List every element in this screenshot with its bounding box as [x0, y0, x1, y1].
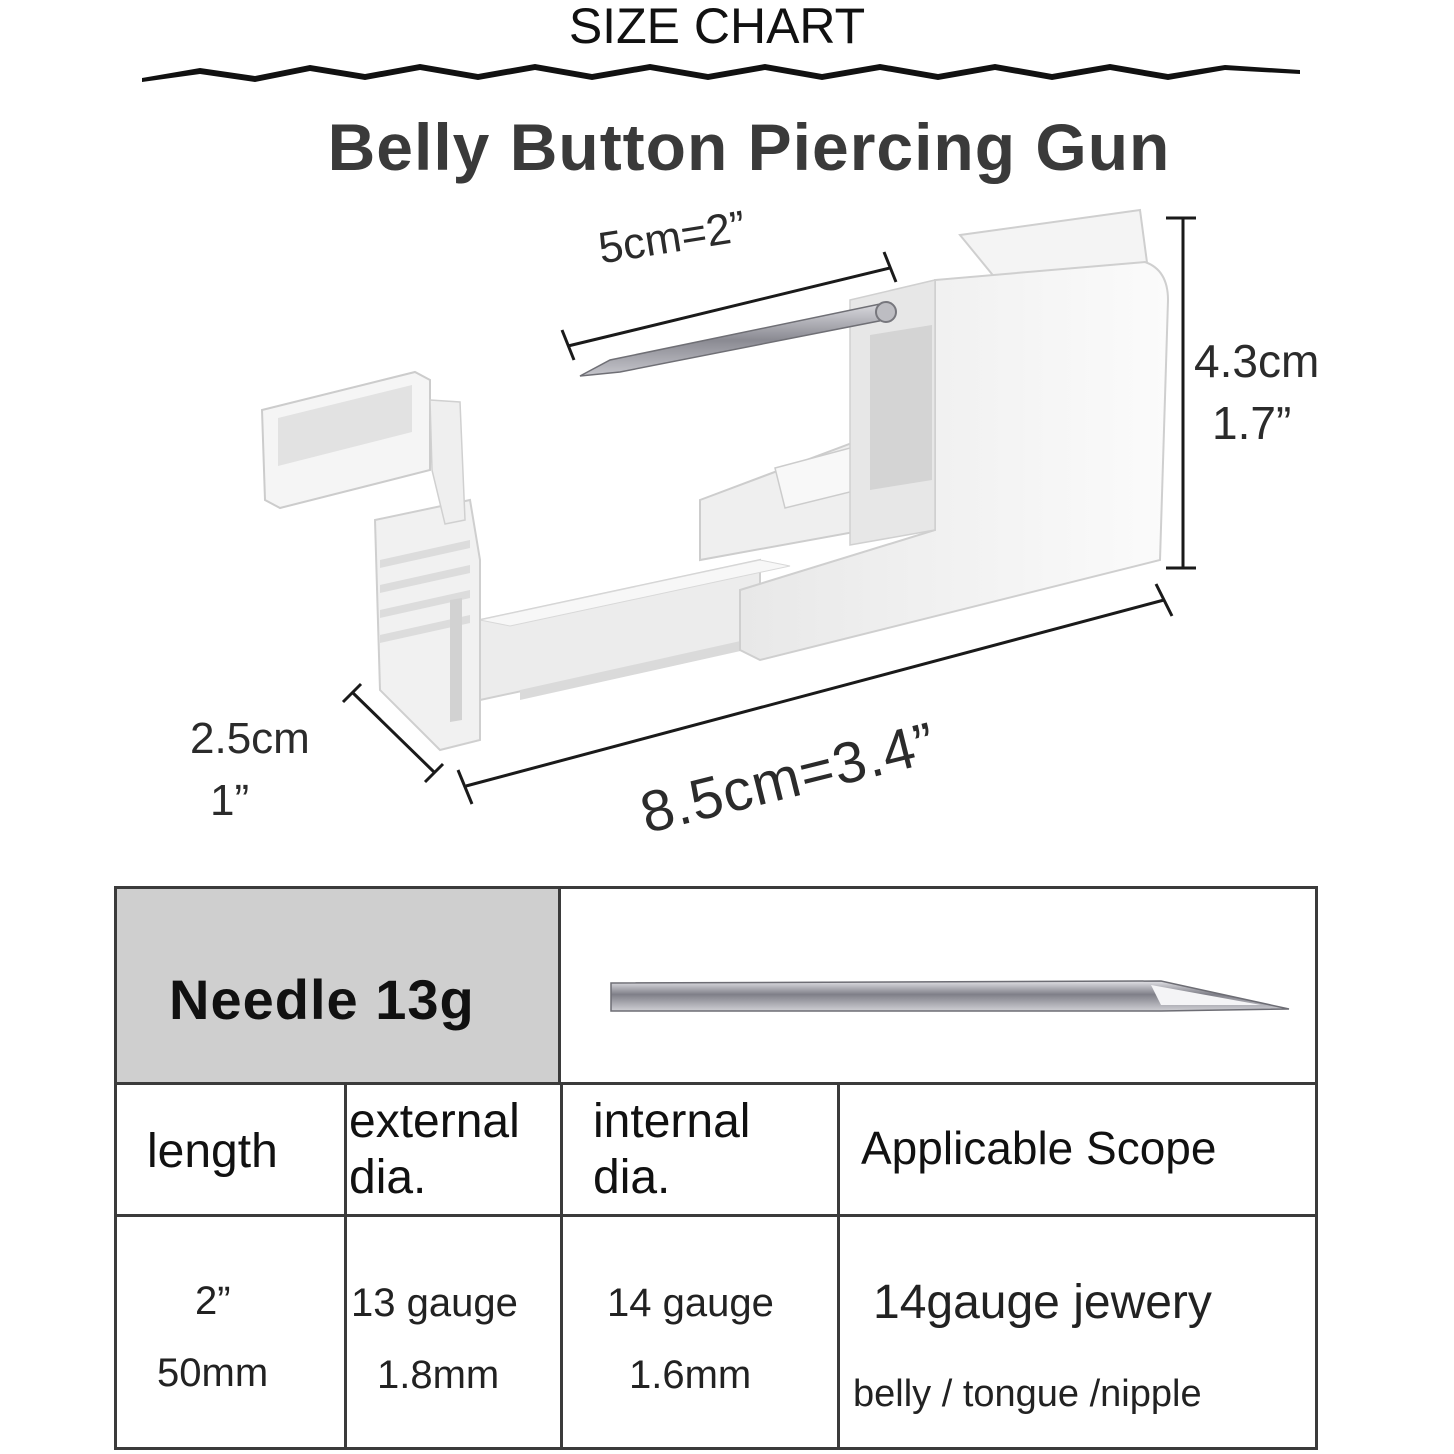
needle-image-cell	[561, 889, 1315, 1085]
product-title: Belly Button Piercing Gun	[327, 110, 1171, 184]
needle-title: Needle 13g	[169, 968, 475, 1031]
height-in-label: 1.7”	[1212, 397, 1292, 449]
width-cm-label: 2.5cm	[190, 714, 310, 763]
needle-image	[610, 980, 1290, 1012]
needle-header-cell: Needle 13g	[117, 889, 561, 1085]
value-external-gauge: 13 gauge	[351, 1281, 518, 1325]
left-cup	[260, 370, 466, 525]
value-internal-mm: 1.6mm	[629, 1353, 752, 1397]
header-scope: Applicable Scope	[861, 1122, 1217, 1174]
col-divider-1	[344, 1085, 347, 1447]
main-housing	[739, 208, 1170, 662]
width-in-label: 1”	[210, 776, 250, 825]
height-cm-label: 4.3cm	[1194, 335, 1320, 387]
value-internal-gauge: 14 gauge	[607, 1281, 774, 1325]
dimension-lines	[341, 216, 1196, 805]
spec-table: Needle 13g length external dia. internal…	[114, 886, 1318, 1450]
header-internal-line1: internal	[593, 1095, 751, 1148]
header-length: length	[147, 1125, 278, 1178]
size-chart-title: SIZE CHART	[568, 0, 866, 54]
header-internal-line2: dia.	[593, 1151, 671, 1204]
piercing-gun-diagram	[260, 208, 1196, 805]
left-grip	[373, 498, 481, 752]
slider-rail	[479, 558, 791, 702]
header-row-divider	[117, 1214, 1315, 1217]
value-external-mm: 1.8mm	[377, 1353, 500, 1397]
value-length-in: 2”	[195, 1279, 231, 1323]
header-external-line1: external	[349, 1095, 520, 1148]
value-scope-line1: 14gauge jewery	[873, 1276, 1212, 1329]
col-divider-3	[837, 1085, 840, 1447]
value-scope-line2: belly / tongue /nipple	[853, 1373, 1202, 1415]
needle	[579, 301, 897, 377]
value-length-mm: 50mm	[157, 1351, 269, 1395]
col-divider-2	[560, 1085, 563, 1447]
header-external-line2: dia.	[349, 1151, 427, 1204]
wavy-divider	[142, 64, 1300, 82]
